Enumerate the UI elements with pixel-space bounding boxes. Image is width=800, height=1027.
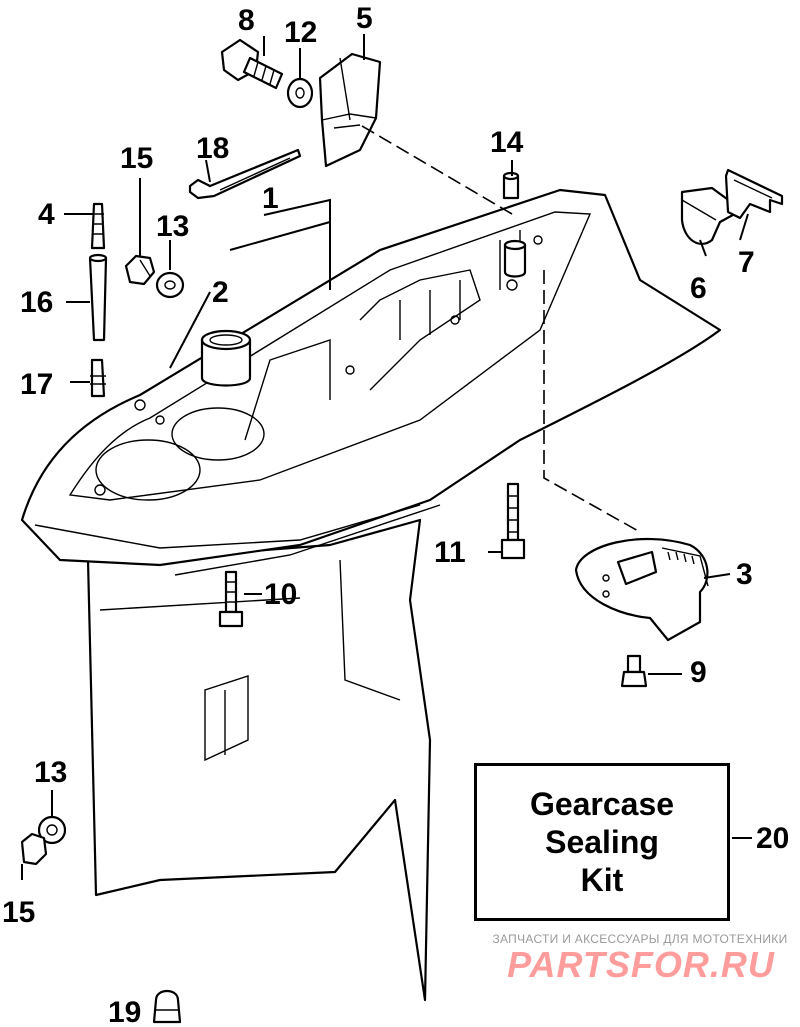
callout-19: 19 [108,996,141,1027]
washer-part-12 [286,77,314,109]
gearcase-housing [20,188,722,1002]
plug-part-15-upper [124,254,156,286]
bolt-part-8 [220,38,284,90]
callout-9: 9 [690,656,707,689]
callout-1: 1 [262,182,279,215]
tube-part-16 [88,253,108,342]
watermark-tagline: ЗАПЧАСТИ И АКСЕССУАРЫ ДЛЯ МОТОТЕХНИКИ [492,932,788,946]
callout-12: 12 [284,16,317,49]
fitting-part-17 [90,358,106,398]
bolt-part-11 [500,482,526,560]
dowel-part-14 [502,171,520,200]
watermark-logo: PARTSFOR.RU [507,944,775,985]
callout-3: 3 [736,558,753,591]
washer-part-13-upper [155,271,185,299]
callout-5: 5 [356,2,373,35]
callout-11: 11 [434,536,466,569]
callout-13-upper: 13 [156,210,189,243]
bolt-part-10 [218,570,244,628]
callout-2: 2 [212,276,229,309]
callout-8: 8 [238,4,255,37]
fitting-part-4 [90,202,106,250]
callout-10: 10 [264,578,297,611]
callout-6: 6 [690,272,707,305]
trim-tab-part-3 [574,537,709,642]
callout-16: 16 [20,286,53,319]
washer-part-13-lower [37,815,67,845]
cable-tie-part-18 [188,148,302,200]
sealing-kit-label: Gearcase Sealing Kit [529,786,675,898]
callout-20: 20 [756,822,789,855]
plate-part-7 [724,168,784,220]
callout-4: 4 [38,198,55,231]
leader-lines [21,34,752,880]
callout-17: 17 [20,368,53,401]
plug-part-15-lower [20,832,48,866]
plug-part-19 [152,989,182,1024]
callout-13-lower: 13 [34,756,67,789]
callout-15-lower: 15 [2,896,35,929]
callout-14: 14 [490,126,524,159]
callout-15-upper: 15 [120,142,153,175]
sealing-kit-box: Gearcase Sealing Kit [474,763,730,921]
callout-18: 18 [196,132,229,165]
screw-part-9 [620,654,648,688]
bracket-part-5 [318,52,382,168]
callout-7: 7 [738,246,755,279]
